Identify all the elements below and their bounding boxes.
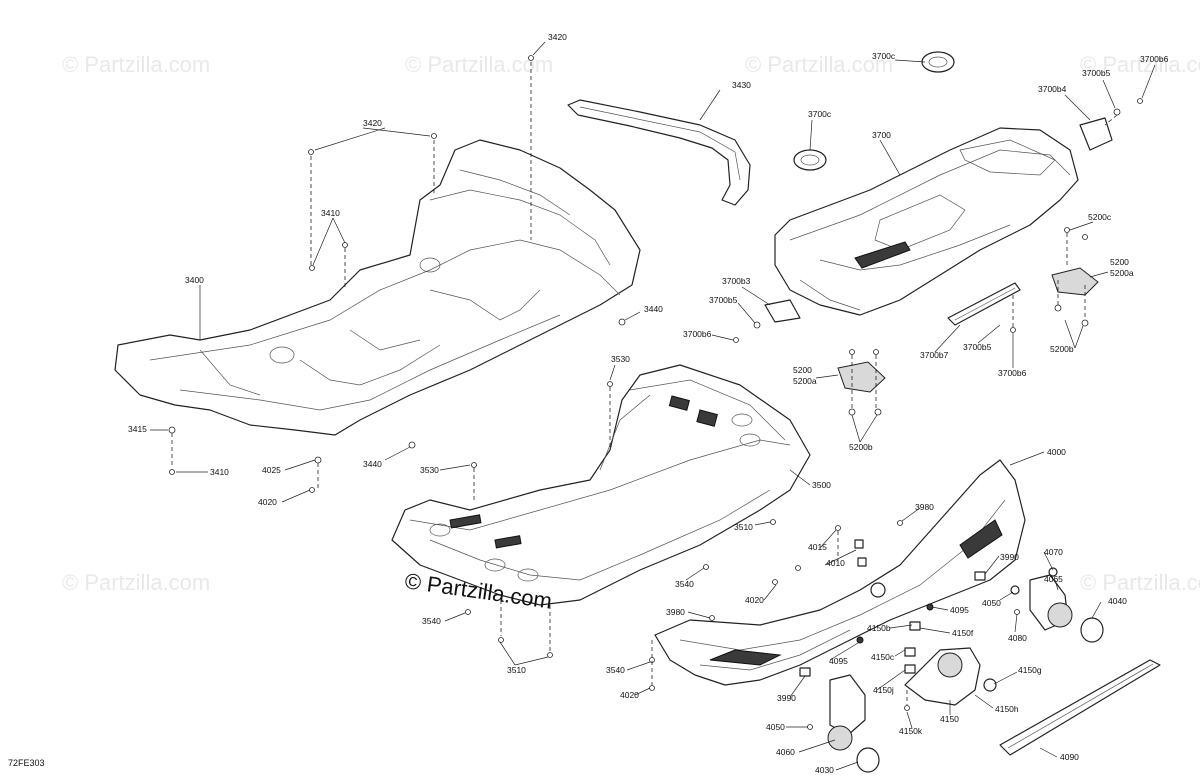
callout-label: 3700c xyxy=(808,109,832,119)
callout-label: 3440 xyxy=(363,459,382,469)
callout-label: 3530 xyxy=(611,354,630,364)
callout-label: 3540 xyxy=(422,616,441,626)
part-4060-bracket xyxy=(827,674,866,751)
part-3700c-clip xyxy=(793,51,955,171)
callout-label: 4080 xyxy=(1008,633,1027,643)
callout-label: 5200 xyxy=(793,365,812,375)
callout-label: 3980 xyxy=(915,502,934,512)
callout-label: 3700b5 xyxy=(963,342,992,352)
diagram-code: 72FE303 xyxy=(8,758,45,768)
callout-label: 4150c xyxy=(871,652,895,662)
callout-label: 3700c xyxy=(872,51,896,61)
small-hardware xyxy=(799,539,1058,677)
callout-label: 3980 xyxy=(666,607,685,617)
part-3700-storage-bin xyxy=(774,127,1079,316)
callout-label: 5200a xyxy=(1110,268,1134,278)
callout-label: 4030 xyxy=(815,765,834,775)
callout-label: 3510 xyxy=(734,522,753,532)
callout-label: 3530 xyxy=(420,465,439,475)
part-3500-tub-frame xyxy=(391,364,811,606)
callout-label: 4020 xyxy=(258,497,277,507)
callout-label: 3700b4 xyxy=(1038,84,1067,94)
callout-label: 3430 xyxy=(732,80,751,90)
callout-label: 3415 xyxy=(128,424,147,434)
callout-label: 3700b5 xyxy=(709,295,738,305)
callout-label: 4010 xyxy=(826,558,845,568)
part-4150-bracket xyxy=(904,647,997,706)
watermark: © Partzilla.com xyxy=(1080,570,1200,595)
callout-label: 4015 xyxy=(808,542,827,552)
callout-label: 3500 xyxy=(812,480,831,490)
part-3700b7-strap xyxy=(947,282,1021,326)
callout-label: 4150b xyxy=(867,623,891,633)
callout-label: 4020 xyxy=(745,595,764,605)
watermark: © Partzilla.com xyxy=(62,570,210,595)
part-4030-cap xyxy=(856,747,880,773)
callout-label: 4025 xyxy=(262,465,281,475)
callout-label: 5200c xyxy=(1088,212,1112,222)
callout-label: 4000 xyxy=(1047,447,1066,457)
callout-label: 4095 xyxy=(950,605,969,615)
callout-label: 4150g xyxy=(1018,665,1042,675)
callout-label: 4150f xyxy=(952,628,974,638)
callout-label: 3700b6 xyxy=(998,368,1027,378)
callout-label: 4050 xyxy=(766,722,785,732)
watermark: © Partzilla.com xyxy=(745,52,893,77)
part-5200-latch xyxy=(837,267,1099,393)
callout-label: 4070 xyxy=(1044,547,1063,557)
part-4040-cap xyxy=(1080,617,1104,643)
watermark: © Partzilla.com xyxy=(1080,52,1200,77)
leader-lines xyxy=(150,41,1156,771)
fasteners xyxy=(168,55,1143,730)
part-3430-bracket xyxy=(567,99,751,206)
callout-label: 3540 xyxy=(606,665,625,675)
assembly-lines xyxy=(171,62,1118,705)
callout-label: 3400 xyxy=(185,275,204,285)
callout-label: 3990 xyxy=(777,693,796,703)
callout-label: 3410 xyxy=(321,208,340,218)
callout-label: 3540 xyxy=(675,579,694,589)
callout-label: 4150h xyxy=(995,704,1019,714)
callout-label: 4150 xyxy=(940,714,959,724)
callout-label: 3700b5 xyxy=(1082,68,1111,78)
watermark-layer: © Partzilla.com © Partzilla.com © Partzi… xyxy=(62,52,1200,595)
part-4090-skid-strip xyxy=(999,659,1161,756)
callout-label: 3420 xyxy=(363,118,382,128)
callout-label: 3700b3 xyxy=(722,276,751,286)
watermark: © Partzilla.com xyxy=(62,52,210,77)
callout-label: 4065 xyxy=(1044,574,1063,584)
callout-label: 4150j xyxy=(873,685,894,695)
part-4000-front-bumper xyxy=(654,459,1026,686)
callout-label: 4050 xyxy=(982,598,1001,608)
callout-label: 4040 xyxy=(1108,596,1127,606)
callout-label: 4095 xyxy=(829,656,848,666)
watermark: © Partzilla.com xyxy=(405,52,553,77)
callout-label: 4150k xyxy=(899,726,923,736)
callout-label: 5200 xyxy=(1110,257,1129,267)
callout-label: 5200a xyxy=(793,376,817,386)
callout-label: 3700b7 xyxy=(920,350,949,360)
part-3400-lower-pan xyxy=(114,139,641,436)
callout-label: 5200b xyxy=(849,442,873,452)
callout-label: 3700b6 xyxy=(683,329,712,339)
callout-label: 3700 xyxy=(872,130,891,140)
callout-label: 3510 xyxy=(507,665,526,675)
callout-label: 3700b6 xyxy=(1140,54,1169,64)
callout-label: 3410 xyxy=(210,467,229,477)
callout-label: 3420 xyxy=(548,32,567,42)
part-3700b4-latch xyxy=(764,117,1113,323)
callout-label: 3990 xyxy=(1000,552,1019,562)
callout-label: 4060 xyxy=(776,747,795,757)
callout-label: 4020 xyxy=(620,690,639,700)
callout-label: 3440 xyxy=(644,304,663,314)
callout-label: 5200b xyxy=(1050,344,1074,354)
callout-label: 4090 xyxy=(1060,752,1079,762)
callout-labels: 3420 3420 3430 3410 3400 3440 3415 3410 … xyxy=(128,32,1169,775)
